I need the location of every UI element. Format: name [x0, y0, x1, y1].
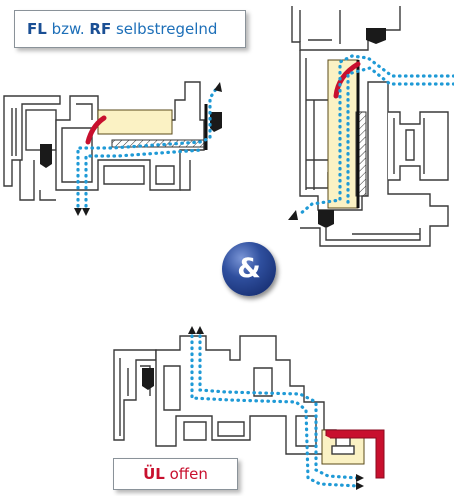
frame-profile-inner	[11, 108, 17, 156]
frame-right-profile	[388, 111, 449, 181]
arrow-icon	[188, 326, 364, 490]
valve-flap	[325, 429, 385, 479]
label-open: offen	[164, 465, 208, 483]
airflow-path	[84, 148, 204, 214]
airflow-path	[298, 54, 454, 216]
airflow-path	[76, 84, 220, 214]
ul-open-label: ÜL offen	[113, 458, 238, 490]
ventilation-type-label: FL bzw. RF selbstregelnd	[14, 10, 246, 48]
sash-profile-bottom	[155, 335, 337, 455]
frame-profile	[3, 95, 61, 187]
section-fl-rf-horizontal	[3, 81, 208, 201]
sash-profile	[55, 81, 205, 191]
label-rf: RF	[89, 20, 112, 38]
arrow-icon	[288, 210, 298, 220]
airflow-path	[198, 328, 360, 480]
bottom-frame-lines	[325, 228, 421, 241]
gasket-icon	[318, 28, 386, 228]
ampersand-icon: &	[222, 242, 276, 296]
airflow-path	[190, 328, 360, 488]
sash-inner-lines	[305, 58, 330, 190]
label-ul: ÜL	[143, 465, 165, 483]
section-fl-rf-vertical	[291, 6, 449, 247]
glazing-bead	[355, 111, 367, 197]
valve-flap	[333, 61, 361, 99]
sash-chamber-lines	[61, 103, 175, 185]
valve-flap	[85, 115, 107, 145]
gasket-icon	[142, 368, 154, 390]
frame-right-lines	[393, 118, 425, 174]
frame-chamber	[25, 109, 57, 151]
sash-steps	[19, 160, 191, 201]
frame-profile-top	[291, 6, 401, 51]
valve-body	[327, 59, 359, 209]
label-connector: bzw.	[46, 20, 90, 38]
frame-top-lines	[299, 10, 341, 44]
gasket-icon	[40, 112, 222, 168]
airflow-path	[346, 66, 454, 206]
valve-body	[97, 109, 173, 135]
label-suffix: selbstregelnd	[111, 20, 218, 38]
label-fl: FL	[27, 20, 47, 38]
arrow-icon	[74, 82, 222, 216]
